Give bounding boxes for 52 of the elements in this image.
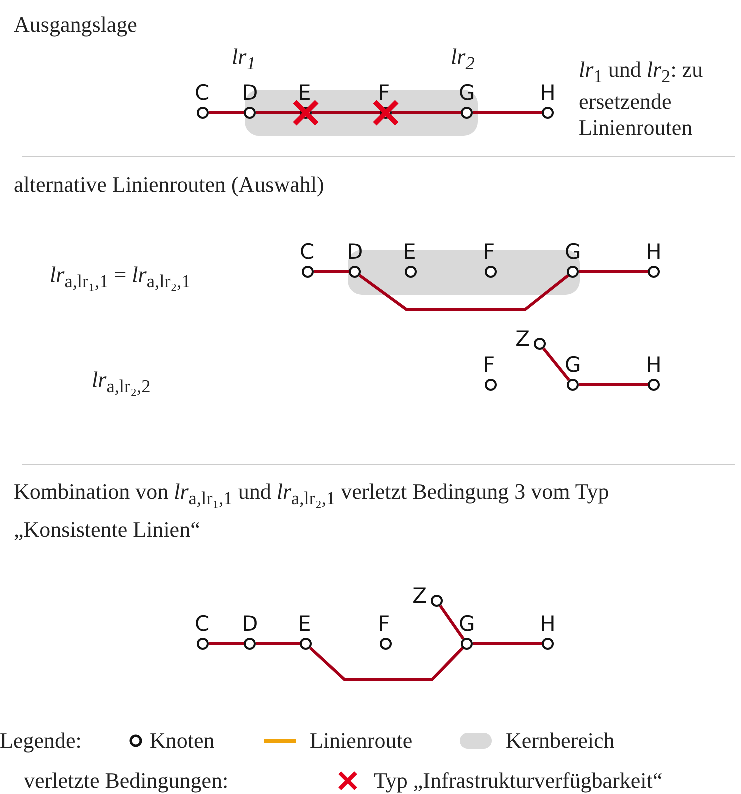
caption-text: Kombination von lr$_{a,lr₁,1}$ und lr$_{a,lr₂,1}$ verletzt Bedingung 3 vom Typ „Konsistente Linien“: [14, 478, 610, 544]
legend-label: Kernbereich: [506, 728, 615, 754]
route-line: [256, 642, 300, 646]
note-text: lr$_{1}$ und lr$_{2}$: zu ersetzende Linienrouten: [579, 57, 704, 142]
node-label: G: [565, 354, 582, 376]
node-label: D: [242, 613, 258, 635]
node-label: F: [483, 241, 496, 263]
legend-label: Linienroute: [310, 728, 413, 754]
node-label: F: [378, 613, 390, 635]
route-line: [209, 642, 244, 646]
legend-title: Legende:: [0, 728, 82, 754]
node-label: D: [347, 241, 364, 263]
node-label: C: [195, 613, 210, 635]
node-label: H: [540, 613, 556, 635]
route-label: lr$_{1}$: [232, 44, 256, 76]
node-label: H: [646, 241, 662, 263]
route-line: [314, 270, 349, 274]
route-line: [309, 646, 464, 682]
node-label: E: [403, 241, 416, 263]
node-label: C: [300, 241, 315, 263]
formula: lr$_{a,lr₁,1}$ = lr$_{a,lr₂,1}$: [50, 262, 191, 294]
node-label: H: [646, 354, 662, 376]
node-label: H: [540, 82, 556, 104]
legend-label: Typ „Infrastrukturverfügbarkeit“: [374, 768, 663, 794]
route-line: [358, 274, 570, 312]
legend-title: verletzte Bedingungen:: [24, 768, 229, 794]
node-label: Z: [516, 328, 530, 350]
node-label: Z: [412, 585, 427, 607]
node-label: C: [195, 82, 210, 104]
node-label: G: [565, 241, 582, 263]
heading: alternative Linienrouten (Auswahl): [14, 172, 324, 198]
node-label: D: [242, 82, 258, 104]
node-label: F: [483, 354, 496, 376]
node-label: F: [378, 82, 390, 104]
node-label: E: [298, 82, 312, 104]
route-line: [542, 348, 570, 382]
node-label: G: [459, 613, 476, 635]
node-label: G: [459, 82, 476, 104]
route-line: [256, 112, 300, 114]
formula: lr$_{a,lr₂,2}$: [92, 367, 151, 398]
legend-label: Knoten: [150, 728, 215, 754]
heading: Ausgangslage: [14, 12, 138, 38]
route-line: [473, 112, 542, 114]
route-line: [473, 642, 542, 646]
route-line: [579, 270, 648, 274]
route-label: lr$_{2}$: [451, 44, 475, 76]
route-line: [392, 112, 461, 114]
route-line: [439, 605, 465, 640]
route-line: [579, 384, 648, 386]
route-line: [209, 112, 244, 114]
node-label: E: [298, 613, 312, 635]
route-line: [312, 112, 380, 114]
